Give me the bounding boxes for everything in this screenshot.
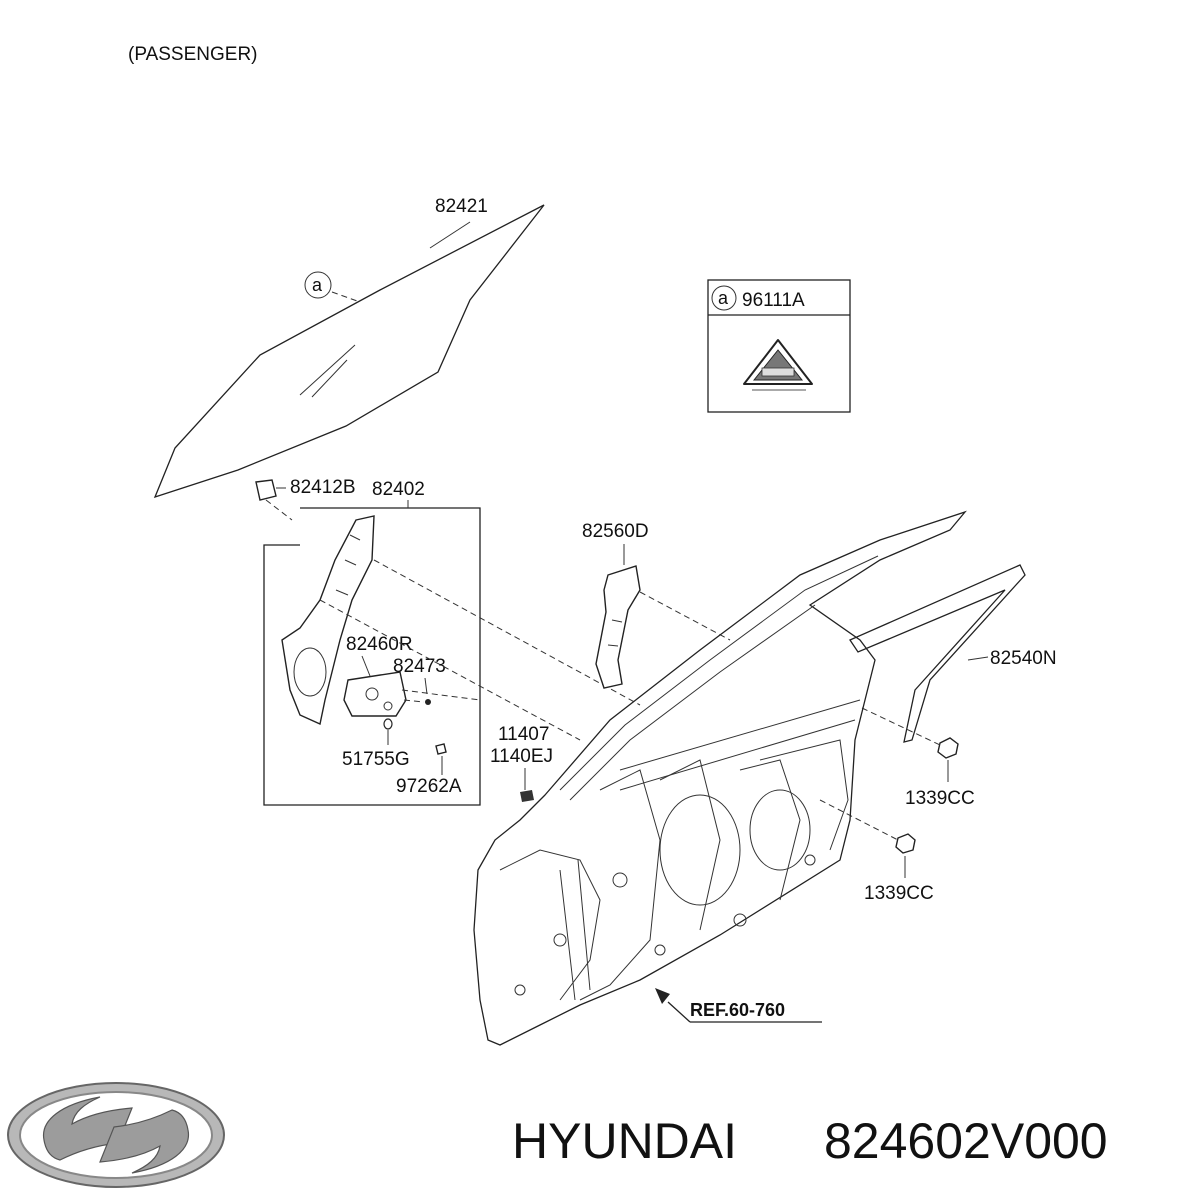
weatherstrip xyxy=(849,564,1026,743)
door-glass xyxy=(153,204,545,499)
label-1339cc-lower: 1339CC xyxy=(864,883,934,904)
warning-sticker-icon xyxy=(743,339,813,391)
label-11407: 11407 xyxy=(498,724,549,745)
label-82473: 82473 xyxy=(393,656,446,677)
label-1140ej: 1140EJ xyxy=(490,746,553,767)
brand-name: HYUNDAI xyxy=(512,1113,737,1169)
label-96111a: 96111A xyxy=(742,290,805,311)
label-82460r: 82460R xyxy=(346,634,413,655)
ref-marker-a xyxy=(304,271,332,299)
label-1339cc-upper: 1339CC xyxy=(905,788,975,809)
nut-lower xyxy=(895,833,916,878)
side-label: (PASSENGER) xyxy=(128,44,258,65)
label-82560d: 82560D xyxy=(582,521,649,542)
screw-82473 xyxy=(403,677,431,705)
part-number: 824602V000 xyxy=(824,1113,1108,1169)
label-box-ref: a xyxy=(718,288,729,308)
ref-arrow xyxy=(655,988,822,1023)
regulator-assembly xyxy=(263,500,481,806)
glass-channel xyxy=(255,479,293,521)
label-97262a: 97262A xyxy=(396,776,462,797)
label-82421: 82421 xyxy=(435,196,488,217)
ref-marker-a-text: a xyxy=(312,275,323,295)
bolt-11407 xyxy=(520,768,534,802)
label-box: a 96111A xyxy=(707,279,851,413)
nut-upper xyxy=(937,737,959,782)
label-82402: 82402 xyxy=(372,479,425,500)
grommet-51755g xyxy=(383,718,393,745)
clip-97262a xyxy=(435,743,447,775)
label-ref-60-760: REF.60-760 xyxy=(690,1000,785,1020)
door-panel xyxy=(473,510,967,1046)
label-82540n: 82540N xyxy=(990,648,1057,669)
label-82412b: 82412B xyxy=(290,477,356,498)
label-51755g: 51755G xyxy=(342,749,410,770)
hyundai-logo-icon xyxy=(7,1082,225,1188)
run-channel xyxy=(595,565,641,689)
